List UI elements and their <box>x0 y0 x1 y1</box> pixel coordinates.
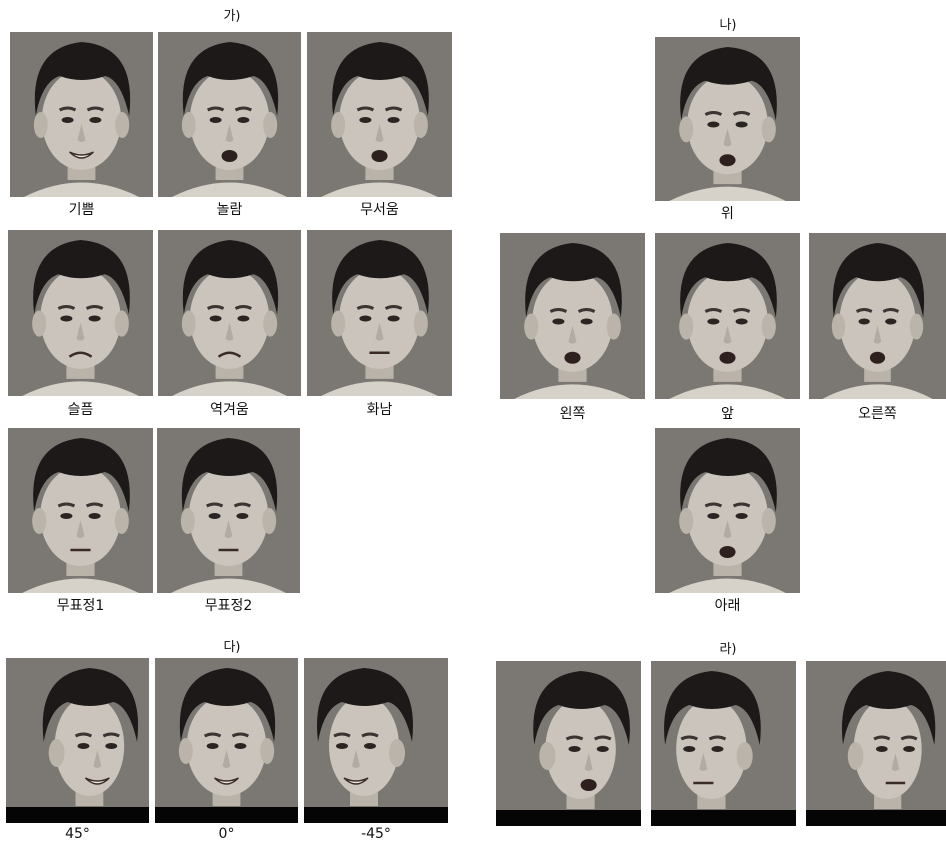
label-gaze-down: 아래 <box>714 598 741 614</box>
face-illustration <box>304 658 448 823</box>
face-illustration <box>307 32 452 197</box>
label-neutral1: 무표정1 <box>56 598 105 614</box>
face-illustration <box>8 428 153 593</box>
face-photo-happy <box>10 32 153 197</box>
face-illustration <box>158 230 301 396</box>
face-photo-fear <box>307 32 452 197</box>
face-photo-neutral2 <box>157 428 300 593</box>
label-disgust: 역겨움 <box>210 402 249 418</box>
face-photo-gaze-left <box>500 233 645 399</box>
section-label-ga: 가) <box>223 9 241 24</box>
face-illustration <box>655 428 800 593</box>
label-pose-minus45: -45° <box>361 826 391 842</box>
label-gaze-front: 앞 <box>721 406 734 422</box>
label-fear: 무서움 <box>360 202 399 218</box>
label-anger: 화남 <box>366 402 393 418</box>
face-photo-pose-minus45 <box>304 658 448 823</box>
label-gaze-left: 왼쪽 <box>559 406 586 422</box>
face-illustration <box>8 230 153 396</box>
face-photo-disgust <box>158 230 301 396</box>
label-sad: 슬픔 <box>67 402 94 418</box>
face-illustration <box>157 428 300 593</box>
face-illustration <box>655 37 800 201</box>
face-illustration <box>496 661 641 826</box>
face-photo-gaze-down <box>655 428 800 593</box>
face-illustration <box>809 233 946 399</box>
face-photo-ra-3 <box>806 661 946 826</box>
face-photo-ra-2 <box>651 661 796 826</box>
face-illustration <box>655 233 800 399</box>
section-label-ra: 라) <box>719 642 737 657</box>
face-photo-pose-45 <box>6 658 149 823</box>
face-photo-ra-1 <box>496 661 641 826</box>
face-photo-anger <box>307 230 452 396</box>
face-photo-gaze-up <box>655 37 800 201</box>
face-illustration <box>806 661 946 826</box>
face-photo-gaze-front <box>655 233 800 399</box>
face-photo-neutral1 <box>8 428 153 593</box>
label-pose-45: 45° <box>65 826 90 842</box>
label-gaze-right: 오른쪽 <box>858 406 897 422</box>
face-illustration <box>10 32 153 197</box>
face-illustration <box>155 658 298 823</box>
face-photo-sad <box>8 230 153 396</box>
face-photo-pose-0 <box>155 658 298 823</box>
face-illustration <box>500 233 645 399</box>
label-surprise: 놀람 <box>216 202 243 218</box>
face-illustration <box>158 32 301 197</box>
label-happy: 기쁨 <box>68 202 95 218</box>
face-illustration <box>651 661 796 826</box>
face-illustration <box>307 230 452 396</box>
label-gaze-up: 위 <box>721 206 734 222</box>
label-neutral2: 무표정2 <box>204 598 253 614</box>
face-photo-surprise <box>158 32 301 197</box>
face-illustration <box>6 658 149 823</box>
section-label-na: 나) <box>719 18 737 33</box>
face-photo-gaze-right <box>809 233 946 399</box>
label-pose-0: 0° <box>218 826 235 842</box>
section-label-da: 다) <box>223 640 241 655</box>
